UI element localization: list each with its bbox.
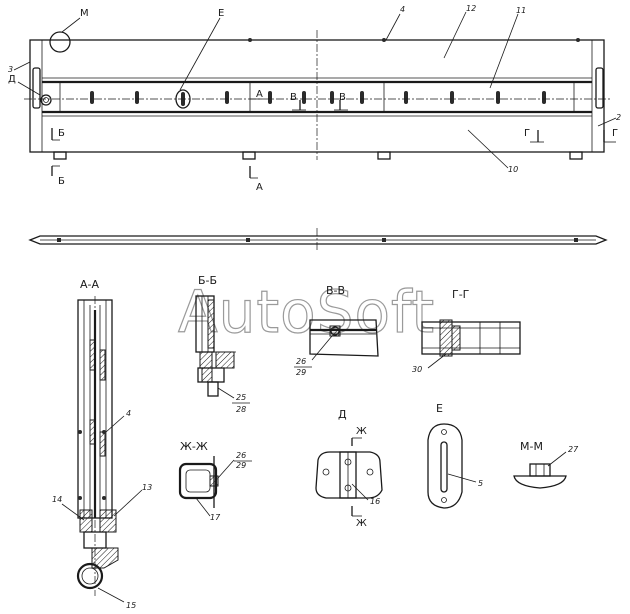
marker-zh-top: Ж (356, 426, 367, 437)
section-aa (76, 296, 119, 596)
marker-d-main: Д (8, 74, 16, 85)
callout-26-vv: 26 (296, 357, 306, 366)
callout-13: 13 (142, 483, 152, 492)
plan-view (28, 228, 608, 252)
callout-30: 30 (412, 365, 422, 374)
callout-4-aa: 4 (126, 409, 131, 418)
section-mm (513, 463, 567, 489)
callout-4: 4 (400, 5, 405, 14)
section-title-gg: Г-Г (452, 288, 470, 301)
section-vv (309, 319, 379, 357)
callout-2: 2 (616, 113, 621, 122)
leaders-main (13, 11, 617, 169)
callout-11: 11 (516, 6, 526, 15)
callout-29-zh: 29 (236, 461, 246, 470)
marker-zh-bottom: Ж (356, 518, 367, 529)
detail-title-e: Е (436, 402, 443, 415)
marker-g-right: Г (612, 128, 618, 139)
marker-m: М (80, 8, 89, 19)
slot-row (90, 91, 546, 104)
section-zhzh (178, 456, 219, 508)
marker-b-bottom: Б (58, 176, 65, 187)
section-gg (421, 319, 521, 357)
callout-16: 16 (370, 497, 380, 506)
callout-17: 17 (210, 513, 221, 522)
detail-d (315, 437, 383, 517)
marker-a-bottom: А (256, 182, 263, 193)
callout-29-vv: 29 (296, 368, 306, 377)
section-bb (195, 295, 236, 397)
detail-title-d: Д (338, 408, 347, 421)
callout-27: 27 (568, 445, 579, 454)
callout-10: 10 (508, 165, 518, 174)
section-title-aa: А-А (80, 278, 99, 291)
marker-a-top: А (256, 89, 263, 100)
callout-14: 14 (52, 495, 62, 504)
marker-v-left: В (290, 92, 297, 103)
callout-5: 5 (478, 479, 483, 488)
callout-3: 3 (8, 65, 13, 74)
section-marks (51, 98, 616, 179)
callout-25: 25 (236, 393, 246, 402)
main-view (24, 30, 610, 160)
watermark: AutoSoft (178, 278, 435, 346)
section-title-vv: В-В (326, 284, 345, 297)
marker-b-top: Б (58, 128, 65, 139)
callout-15: 15 (126, 601, 136, 610)
callout-26-zh: 26 (236, 451, 246, 460)
marker-e-top: Е (218, 8, 224, 19)
feet (53, 151, 583, 160)
section-title-bb: Б-Б (198, 274, 217, 287)
callout-28: 28 (236, 405, 246, 414)
section-title-zhzh: Ж-Ж (180, 440, 208, 453)
marker-g-left: Г (524, 128, 530, 139)
detail-e (427, 423, 463, 509)
marker-v-right: В (339, 92, 346, 103)
section-title-mm: М-М (520, 440, 543, 453)
callout-12: 12 (466, 4, 476, 13)
